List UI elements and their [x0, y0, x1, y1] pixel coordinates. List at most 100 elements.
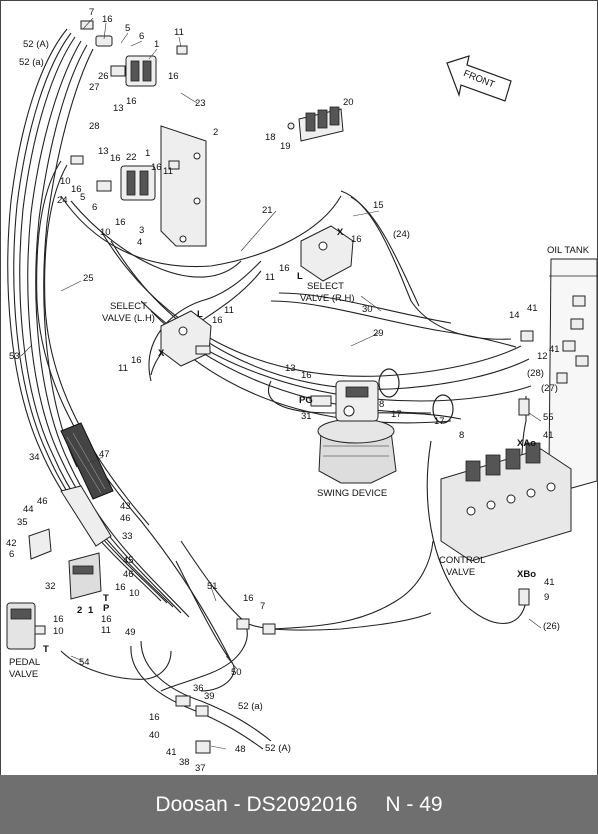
callout: 9 — [544, 592, 549, 603]
callout: 6 — [9, 549, 14, 560]
callout: 27 — [89, 82, 100, 93]
callout: 33 — [122, 531, 133, 542]
callout: 26 — [98, 71, 109, 82]
callout: 21 — [262, 205, 273, 216]
callout: 52 (A) — [265, 743, 291, 754]
oil-tank-label: OIL TANK — [547, 245, 590, 256]
fittings-right — [518, 330, 534, 606]
callout-numbers: 7 16 5 6 1 11 52 (A) 52 (a) 26 16 27 13 … — [6, 7, 560, 774]
callout: 16 — [131, 355, 142, 366]
callout: 52 (A) — [23, 39, 49, 50]
pedal-valve — [6, 602, 46, 650]
callout: 16 — [168, 71, 179, 82]
callout: 16 — [149, 712, 160, 723]
callout: 48 — [235, 744, 246, 755]
leader-lines — [20, 17, 542, 750]
callout: 36 — [193, 683, 204, 694]
callout: 55 — [543, 412, 554, 423]
callout: 52 (a) — [19, 57, 44, 68]
callout: 16 — [115, 582, 126, 593]
callout: (24) — [393, 229, 410, 240]
callout: 16 — [53, 614, 64, 625]
callout: 17 — [391, 409, 402, 420]
control-valve — [440, 442, 572, 562]
callout: 28 — [89, 121, 100, 132]
callout: 16 — [301, 370, 312, 381]
travel-pedal — [60, 422, 114, 500]
callout: 4 — [137, 237, 142, 248]
callout: 41 — [166, 747, 177, 758]
callout: 11 — [265, 272, 275, 283]
hose-clamps — [378, 368, 454, 424]
callout: 14 — [509, 310, 520, 321]
callout: 16 — [243, 593, 254, 604]
callout: 23 — [195, 98, 206, 109]
callout: 34 — [29, 452, 40, 463]
callout: 15 — [373, 200, 384, 211]
callout: 51 — [207, 581, 218, 592]
pedal-bracket — [28, 528, 52, 560]
callout: 16 — [101, 614, 112, 625]
callout: 41 — [549, 344, 560, 355]
callout: 41 — [527, 303, 538, 314]
callout: 24 — [57, 195, 68, 206]
callout: 29 — [373, 328, 384, 339]
select-valve-lh-label-2: VALVE (L.H) — [102, 313, 155, 324]
callout: 10 — [53, 626, 64, 637]
select-valve-rh-label-1: SELECT — [307, 281, 344, 292]
select-valve-rh-label-2: VALVE (R.H) — [300, 293, 355, 304]
port-letters: X L X L PG T P T XAo XBo 2 1 — [43, 227, 536, 655]
callout: 20 — [343, 97, 354, 108]
callout: 16 — [279, 263, 290, 274]
swing-device-label: SWING DEVICE — [317, 488, 387, 499]
callout: 19 — [280, 141, 291, 152]
callout: 11 — [224, 305, 234, 316]
callout: 25 — [83, 273, 94, 284]
callout: 37 — [195, 763, 206, 774]
solenoid-valve — [287, 106, 344, 142]
callout: 39 — [204, 691, 215, 702]
callout: 11 — [163, 166, 173, 177]
callout: (27) — [541, 383, 558, 394]
port-xbo: XBo — [517, 569, 536, 580]
page-footer: Doosan - DS2092016 N - 49 — [0, 775, 598, 834]
callout: 5 — [80, 192, 85, 203]
control-valve-label-2: VALVE — [446, 567, 475, 578]
callout: 44 — [23, 504, 34, 515]
oil-tank — [548, 258, 597, 492]
callout: 46 — [120, 513, 131, 524]
select-valve-lh — [160, 310, 212, 367]
callout: 5 — [125, 23, 130, 34]
callout: 16 — [71, 184, 82, 195]
callout: 13 — [113, 103, 124, 114]
callout: 30 — [362, 304, 373, 315]
pedal-valve-label-1: PEDAL — [9, 657, 40, 668]
callout: 41 — [544, 577, 555, 588]
mounting-bracket — [160, 125, 207, 247]
pedal-arm — [60, 485, 112, 547]
callout: 41 — [543, 430, 554, 441]
callout: 11 — [101, 625, 111, 636]
port-1: 1 — [88, 605, 94, 616]
callout: 8 — [459, 430, 464, 441]
port-l-lh: L — [197, 309, 203, 320]
callout: 16 — [212, 315, 223, 326]
front-arrow — [446, 55, 512, 102]
port-p: P — [103, 603, 110, 614]
callout: 35 — [17, 517, 28, 528]
callout: 12 — [537, 351, 548, 362]
callout: 52 (a) — [238, 701, 263, 712]
fittings-bottom — [175, 618, 276, 754]
pilot-valve-top — [80, 20, 188, 87]
callout: 13 — [285, 363, 296, 374]
callout: 13 — [98, 146, 109, 157]
port-xao: XAo — [517, 438, 536, 449]
callout: 49 — [125, 627, 136, 638]
callout: 50 — [231, 667, 242, 678]
callout: 46 — [123, 569, 134, 580]
callout: 11 — [174, 27, 184, 38]
port-x-rh: X — [337, 227, 344, 238]
hose-routing-right — [60, 190, 532, 750]
callout: 1 — [145, 148, 150, 159]
callout: 45 — [123, 555, 134, 566]
